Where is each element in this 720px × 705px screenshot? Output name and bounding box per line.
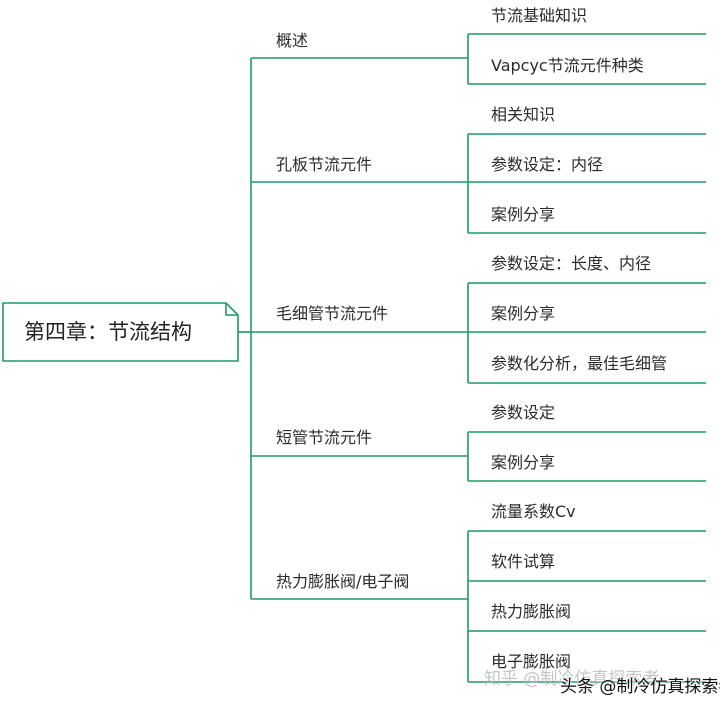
leaf-label: 热力膨胀阀 (491, 602, 572, 621)
leaf-label: 软件试算 (491, 552, 556, 571)
leaf-label: 参数设定 (491, 403, 556, 422)
toutiao-watermark: 头条 @制冷仿真探索者 (560, 677, 720, 697)
leaf-label: 相关知识 (491, 105, 556, 124)
leaf-label: Vapcyc节流元件种类 (491, 56, 644, 75)
leaf-label: 参数设定：长度、内径 (491, 254, 652, 273)
root-node-label: 第四章：节流结构 (24, 320, 192, 344)
leaf-label: 参数化分析，最佳毛细管 (491, 354, 668, 373)
root-node-box (2, 302, 239, 362)
branch-label-expansion-valve: 热力膨胀阀/电子阀 (276, 572, 410, 591)
leaf-label: 案例分享 (491, 304, 556, 323)
leaf-label: 电子膨胀阀 (491, 652, 572, 671)
branch-label-capillary: 毛细管节流元件 (276, 304, 389, 323)
branch-label-overview: 概述 (276, 31, 309, 50)
zhihu-watermark: 知乎 @制冷仿真探索者 (484, 669, 660, 689)
leaf-label: 案例分享 (491, 205, 556, 224)
leaf-label: 参数设定：内径 (491, 155, 604, 174)
leaf-label: 案例分享 (491, 453, 556, 472)
branch-label-orifice: 孔板节流元件 (276, 155, 373, 174)
branch-label-short-tube: 短管节流元件 (276, 428, 373, 447)
leaf-label: 节流基础知识 (491, 6, 588, 25)
root-node-fold (225, 303, 238, 316)
leaf-label: 流量系数Cv (491, 502, 576, 521)
